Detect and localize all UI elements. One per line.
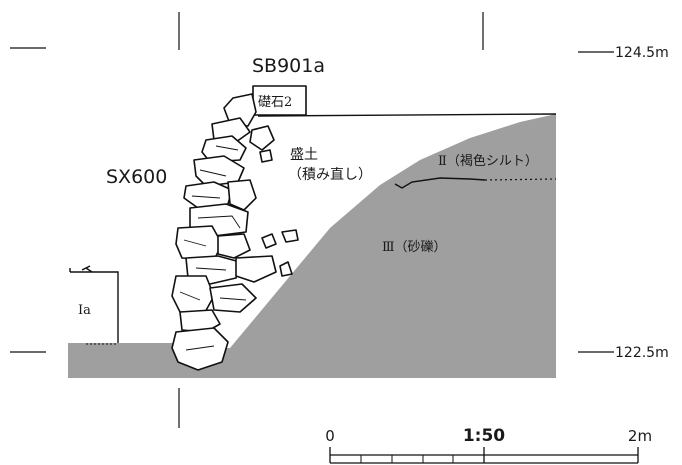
layer-ia-label: Ⅰa [78, 303, 91, 318]
fill-label-line2: （積み直し） [288, 166, 372, 183]
elevation-marker-upper: 124.5m [578, 45, 669, 61]
wall-stone [261, 233, 277, 249]
layer-ii-iii-boundary-dotted [484, 178, 557, 181]
fill-label-line1: 盛土 [290, 147, 318, 163]
fill-surface-line [257, 113, 557, 117]
layer-ii-iii-boundary [394, 177, 486, 189]
layer-ia-outline [69, 265, 119, 345]
foundation-stone-label: 礎石2 [258, 95, 292, 110]
elevation-lower-label: 122.5m [615, 345, 669, 361]
wall-stone [209, 283, 257, 313]
wall-stone [227, 179, 257, 211]
wall-stone [171, 327, 229, 371]
wall-stone [211, 117, 251, 143]
registration-ticks [10, 12, 484, 428]
wall-stone [171, 275, 215, 315]
scale-end-label: 2m [628, 427, 652, 445]
layer-iii-label: Ⅲ（砂礫） [382, 239, 447, 255]
scale-bar-frame [329, 447, 639, 464]
wall-stone [279, 261, 293, 277]
scale-bar: 1:50 0 2m [325, 426, 652, 464]
foundation-id-label: SB901a [252, 55, 325, 77]
scale-start-label: 0 [325, 427, 335, 445]
soil-profile [68, 114, 556, 378]
wall-stone [217, 233, 251, 259]
wall-stone [259, 149, 273, 163]
layer-ii-label: Ⅱ（褐色シルト） [438, 153, 538, 169]
wall-stone [281, 229, 299, 243]
scale-ratio-label: 1:50 [463, 426, 505, 446]
wall-stone [249, 125, 275, 151]
stone-wall [171, 93, 299, 371]
wall-stone [235, 255, 277, 283]
wall-id-label: SX600 [106, 166, 167, 188]
elevation-upper-label: 124.5m [615, 45, 669, 61]
elevation-marker-lower: 122.5m [578, 345, 669, 361]
wall-stone [223, 93, 257, 127]
scale-bar-subdivisions [360, 455, 454, 463]
wall-stone [201, 135, 247, 163]
wall-stone [175, 225, 223, 261]
